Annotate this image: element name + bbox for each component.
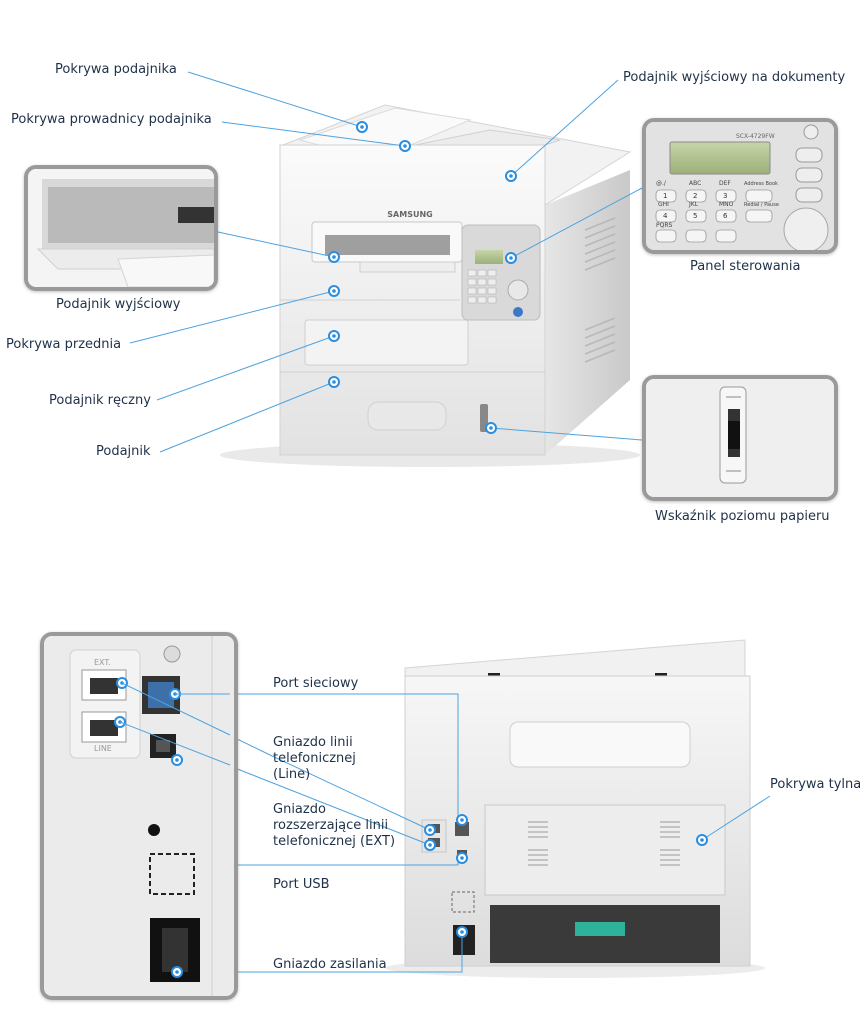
dot-rear-line <box>424 824 436 836</box>
key-6-letters: MNO <box>719 201 734 208</box>
inset-paper-level <box>642 375 838 501</box>
dot-front-cover <box>328 285 340 297</box>
key-2-letters: ABC <box>689 180 702 187</box>
dot-rear-cover <box>696 834 708 846</box>
panel-model-text: SCX-4729FW <box>736 133 775 140</box>
dot-manual-feeder <box>328 330 340 342</box>
ext-port-mark: EXT. <box>94 658 111 667</box>
address-book-label: Address Book <box>744 181 778 187</box>
dot-feeder-cover <box>356 121 368 133</box>
dot-control-panel <box>505 252 517 264</box>
redial-pause-label: Redial / Pause <box>744 202 779 208</box>
key-7-letters: PQRS <box>656 222 673 229</box>
dot-paper-level <box>485 422 497 434</box>
label-power-socket: Gniazdo zasilania <box>273 957 387 972</box>
key-2: 2 <box>693 192 698 200</box>
dot-feeder-guide-cover <box>399 140 411 152</box>
key-6: 6 <box>723 212 728 220</box>
line-port-mark: LINE <box>94 744 112 753</box>
inset-control-panel: SCX-4729FW @./ 1 ABC 2 DEF 3 GHI 4 JKL 5… <box>642 118 838 254</box>
key-3: 3 <box>723 192 728 200</box>
dot-rear-usb <box>456 852 468 864</box>
dot-document-output <box>505 170 517 182</box>
dot-output-tray <box>328 251 340 263</box>
rear-printer-illustration <box>385 639 765 978</box>
dot-rear-ext <box>424 839 436 851</box>
label-line-socket: Gniazdo linii telefonicznej (Line) <box>273 735 356 782</box>
printer-side-panel <box>545 170 630 455</box>
key-5: 5 <box>693 212 698 220</box>
label-document-output-tray: Podajnik wyjściowy na dokumenty <box>623 70 846 85</box>
label-feeder-guide-cover: Pokrywa prowadnicy podajnika <box>11 112 212 127</box>
label-paper-level-indicator: Wskaźnik poziomu papieru <box>655 509 830 524</box>
key-1-letters: @./ <box>656 180 666 187</box>
label-network-port: Port sieciowy <box>273 676 359 691</box>
dot-rear-power <box>456 926 468 938</box>
label-manual-feeder: Podajnik ręczny <box>49 393 151 408</box>
key-4-letters: GHI <box>658 201 669 208</box>
printer-brand-text: SAMSUNG <box>387 210 432 219</box>
key-5-letters: JKL <box>689 201 699 208</box>
dot-rear-network <box>456 814 468 826</box>
power-button <box>803 124 819 140</box>
inset-rear-ports: EXT. LINE <box>40 632 238 1000</box>
label-rear-cover: Pokrywa tylna <box>770 777 860 792</box>
label-usb-port: Port USB <box>273 877 330 892</box>
front-printer-illustration: SAMSUNG <box>220 104 640 467</box>
callout-dots <box>328 121 708 938</box>
rear-cover-panel <box>484 804 726 896</box>
label-front-cover: Pokrywa przednia <box>6 337 122 352</box>
front-leader-lines <box>129 71 643 453</box>
label-control-panel: Panel sterowania <box>690 259 801 274</box>
dot-tray <box>328 376 340 388</box>
label-tray: Podajnik <box>96 444 151 459</box>
inset-output-tray <box>24 165 218 291</box>
lcd-screen <box>669 141 771 175</box>
label-feeder-cover: Pokrywa podajnika <box>55 62 177 77</box>
key-3-letters: DEF <box>719 180 731 187</box>
key-4: 4 <box>663 212 668 220</box>
label-output-tray: Podajnik wyjściowy <box>56 297 181 312</box>
key-1: 1 <box>663 192 668 200</box>
label-ext-socket: Gniazdo rozszerzające linii telefoniczne… <box>273 802 396 849</box>
